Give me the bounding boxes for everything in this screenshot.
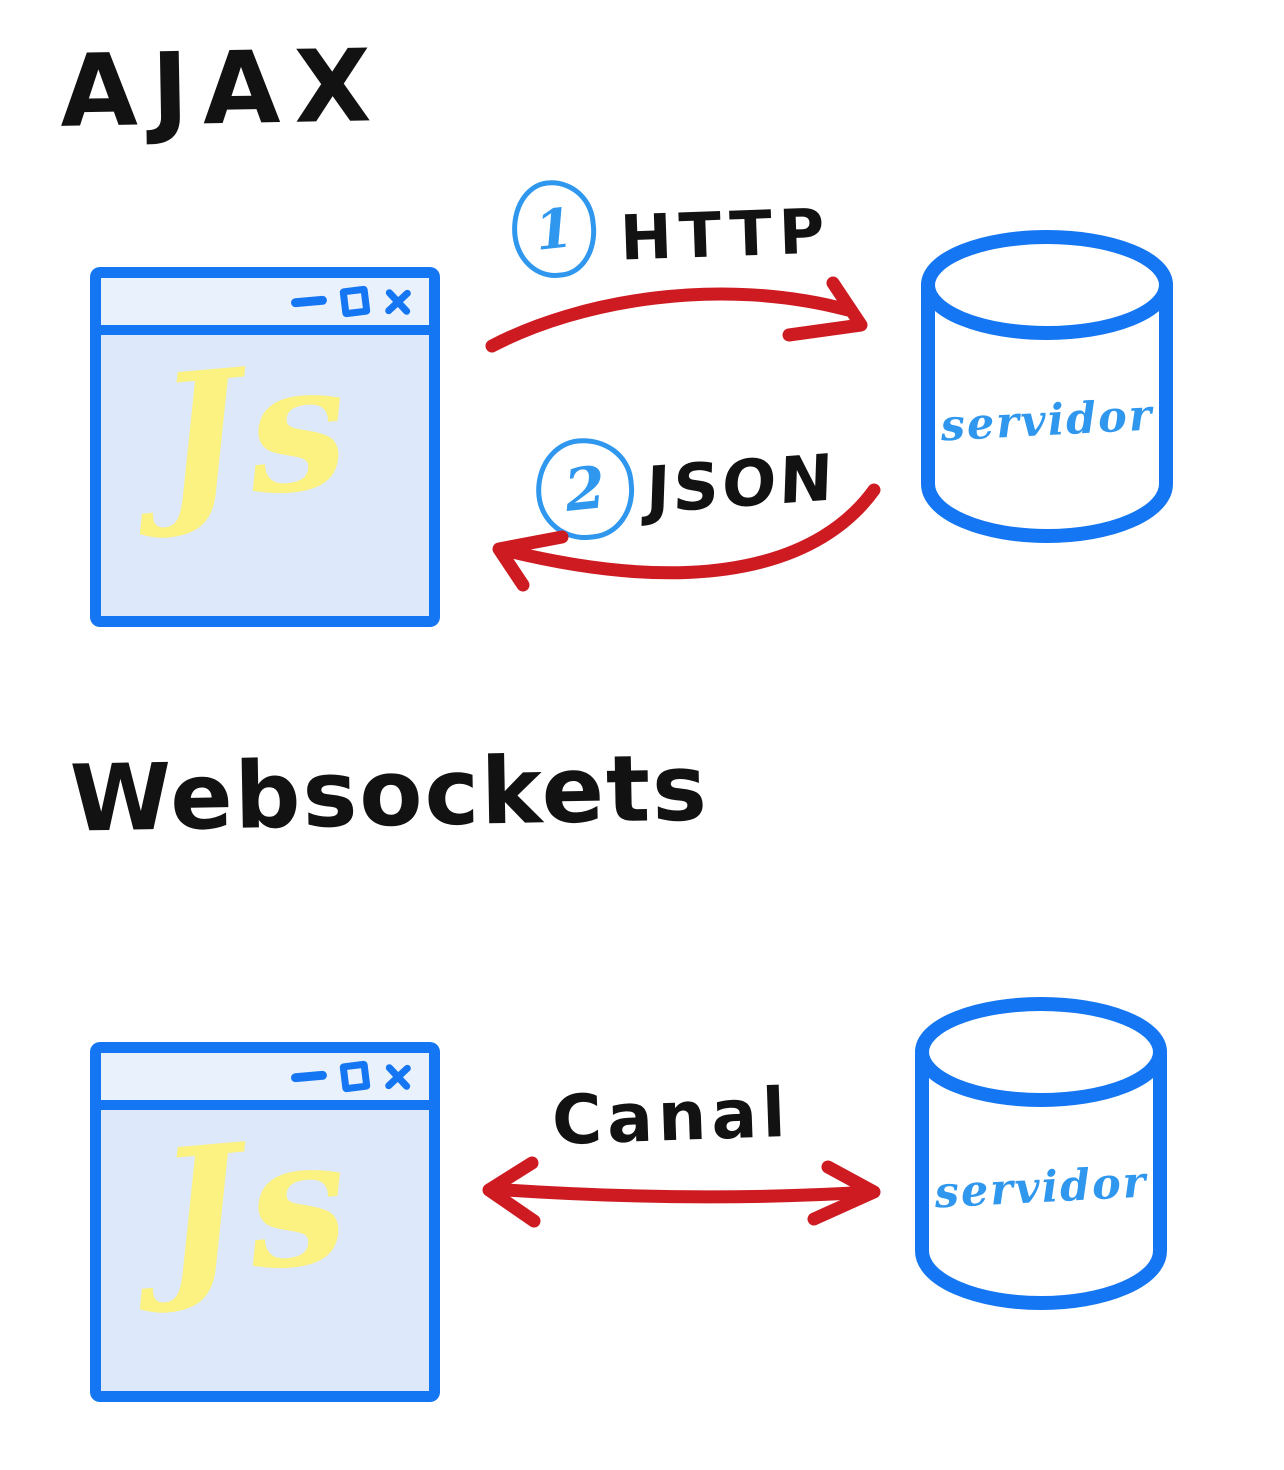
step-2-badge: 2 (530, 433, 640, 545)
websockets-browser-window: Js (90, 1042, 440, 1402)
javascript-logo: Js (150, 321, 361, 544)
json-response-label: JSON (644, 441, 837, 529)
close-icon (382, 1061, 413, 1092)
websockets-browser-content: Js (101, 1096, 429, 1381)
http-request-arrow (485, 276, 868, 353)
maximize-icon (339, 1060, 371, 1093)
ajax-browser-content: Js (101, 321, 429, 606)
ajax-server-cylinder: servidor (918, 228, 1176, 548)
minimize-icon (290, 1070, 328, 1083)
websockets-section-title: Websockets (69, 734, 710, 853)
ajax-section-title: AJAX (59, 27, 387, 150)
ajax-browser-titlebar (101, 278, 429, 335)
step-1-badge: 1 (507, 175, 601, 283)
websockets-server-cylinder: servidor (912, 995, 1170, 1315)
close-icon (382, 286, 413, 317)
ajax-browser-window: Js (90, 267, 440, 627)
websocket-channel-arrow (482, 1156, 881, 1228)
javascript-logo: Js (150, 1096, 361, 1319)
step-2-number: 2 (561, 453, 609, 525)
step-1-number: 1 (531, 195, 577, 263)
canal-channel-label: Canal (550, 1073, 792, 1162)
minimize-icon (290, 295, 328, 308)
http-request-label: HTTP (618, 194, 833, 275)
websockets-browser-titlebar (101, 1053, 429, 1110)
maximize-icon (339, 285, 371, 318)
